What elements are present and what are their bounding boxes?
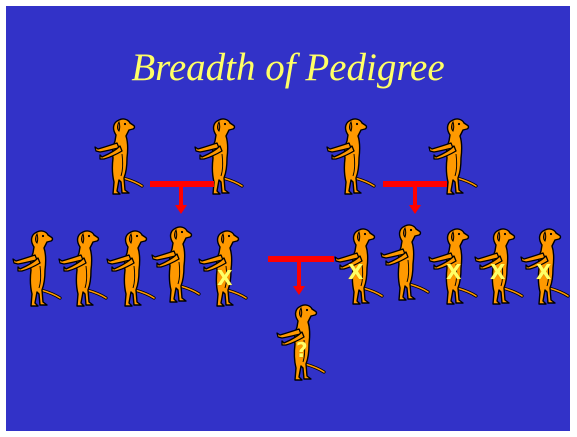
dog-litter-left-4 xyxy=(149,224,201,304)
dog-icon xyxy=(149,224,201,304)
arrow-left-head xyxy=(175,205,187,214)
slide: Breadth of Pedigree xyxy=(6,6,570,431)
arrow-left-shaft xyxy=(179,187,183,207)
dog-grandparent-left-1 xyxy=(92,116,144,196)
dog-icon xyxy=(10,228,62,308)
arrow-right-head xyxy=(409,205,421,214)
arrow-bottom-head xyxy=(293,286,305,295)
dog-litter-left-2 xyxy=(56,228,108,308)
affected-mark: X xyxy=(536,262,551,282)
affected-mark: X xyxy=(217,268,232,288)
unknown-mark: ? xyxy=(296,340,308,360)
slide-title: Breadth of Pedigree xyxy=(6,44,570,92)
affected-mark: X xyxy=(446,262,461,282)
mating-bar-bottom xyxy=(268,256,334,262)
dog-icon xyxy=(56,228,108,308)
dog-grandparent-right-1 xyxy=(324,116,376,196)
dog-litter-left-1 xyxy=(10,228,62,308)
arrow-right-shaft xyxy=(413,187,417,207)
dog-litter-right-2 xyxy=(378,222,430,302)
affected-mark: X xyxy=(348,262,363,282)
affected-mark: X xyxy=(490,262,505,282)
dog-icon xyxy=(324,116,376,196)
dog-icon xyxy=(92,116,144,196)
arrow-bottom-shaft xyxy=(297,262,301,288)
dog-icon xyxy=(378,222,430,302)
